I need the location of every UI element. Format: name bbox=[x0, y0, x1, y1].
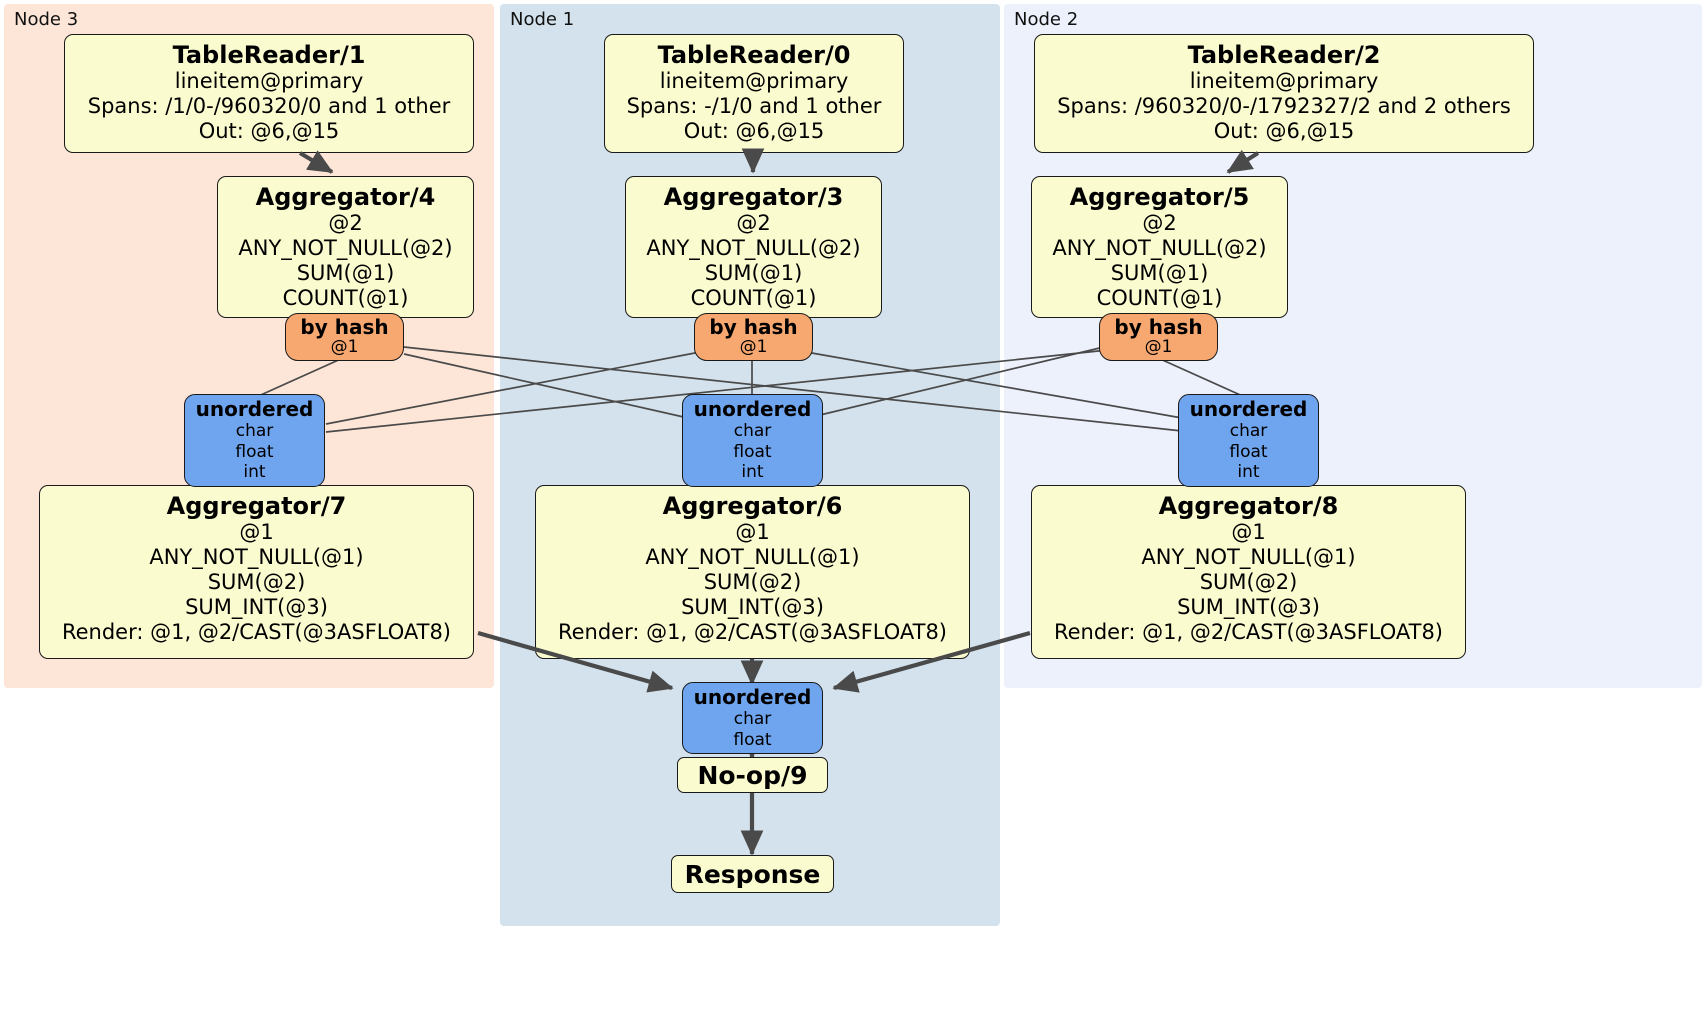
processor-line: Spans: /1/0-/960320/0 and 1 other bbox=[87, 93, 451, 118]
node-label-node2: Node 2 bbox=[1014, 9, 1079, 30]
synchronizer-unordered-right[interactable]: unordered char float int bbox=[1178, 394, 1319, 487]
router-line: @1 bbox=[330, 337, 359, 358]
synchronizer-line: char bbox=[235, 420, 274, 441]
processor-aggregator-4[interactable]: Aggregator/4 @2 ANY_NOT_NULL(@2) SUM(@1)… bbox=[217, 176, 474, 318]
router-title: by hash bbox=[1114, 315, 1203, 340]
processor-line: Out: @6,@15 bbox=[683, 118, 825, 143]
processor-line: @1 bbox=[239, 519, 274, 544]
processor-line: SUM_INT(@3) bbox=[1177, 594, 1320, 619]
router-by-hash-right[interactable]: by hash @1 bbox=[1099, 313, 1218, 361]
synchronizer-title: unordered bbox=[693, 396, 812, 421]
processor-title: Aggregator/4 bbox=[255, 183, 436, 211]
processor-title: No-op/9 bbox=[697, 760, 808, 790]
processor-line: Render: @1, @2/CAST(@3ASFLOAT8) bbox=[1053, 619, 1444, 644]
processor-title: TableReader/0 bbox=[657, 41, 851, 69]
processor-line: ANY_NOT_NULL(@2) bbox=[646, 235, 861, 260]
synchronizer-unordered-final[interactable]: unordered char float bbox=[682, 682, 823, 754]
processor-line: SUM(@2) bbox=[703, 569, 802, 594]
synchronizer-unordered-left[interactable]: unordered char float int bbox=[184, 394, 325, 487]
synchronizer-line: int bbox=[741, 462, 764, 483]
processor-title: Aggregator/5 bbox=[1069, 183, 1250, 211]
processor-aggregator-7[interactable]: Aggregator/7 @1 ANY_NOT_NULL(@1) SUM(@2)… bbox=[39, 485, 474, 659]
processor-aggregator-8[interactable]: Aggregator/8 @1 ANY_NOT_NULL(@1) SUM(@2)… bbox=[1031, 485, 1466, 659]
synchronizer-line: char bbox=[1229, 420, 1268, 441]
synchronizer-line: float bbox=[1229, 441, 1268, 462]
processor-line: SUM(@2) bbox=[1199, 569, 1298, 594]
processor-response[interactable]: Response bbox=[671, 855, 834, 893]
processor-line: @1 bbox=[735, 519, 770, 544]
processor-aggregator-3[interactable]: Aggregator/3 @2 ANY_NOT_NULL(@2) SUM(@1)… bbox=[625, 176, 882, 318]
processor-title: Aggregator/8 bbox=[1158, 492, 1339, 520]
synchronizer-line: float bbox=[733, 441, 772, 462]
processor-line: @2 bbox=[1142, 210, 1177, 235]
processor-line: COUNT(@1) bbox=[1096, 285, 1223, 310]
synchronizer-line: char bbox=[733, 708, 772, 729]
synchronizer-line: int bbox=[243, 462, 266, 483]
processor-aggregator-5[interactable]: Aggregator/5 @2 ANY_NOT_NULL(@2) SUM(@1)… bbox=[1031, 176, 1288, 318]
synchronizer-line: float bbox=[235, 441, 274, 462]
processor-no-op-9[interactable]: No-op/9 bbox=[677, 757, 828, 793]
synchronizer-line: int bbox=[1237, 462, 1260, 483]
processor-line: COUNT(@1) bbox=[690, 285, 817, 310]
node-label-node3: Node 3 bbox=[14, 9, 79, 30]
synchronizer-title: unordered bbox=[195, 396, 314, 421]
processor-line: @2 bbox=[736, 210, 771, 235]
processor-line: ANY_NOT_NULL(@2) bbox=[1052, 235, 1267, 260]
processor-line: Out: @6,@15 bbox=[198, 118, 340, 143]
node-label-node1: Node 1 bbox=[510, 9, 575, 30]
processor-line: @1 bbox=[1231, 519, 1266, 544]
processor-line: COUNT(@1) bbox=[282, 285, 409, 310]
processor-line: @2 bbox=[328, 210, 363, 235]
router-line: @1 bbox=[1144, 337, 1173, 358]
processor-line: ANY_NOT_NULL(@1) bbox=[645, 544, 860, 569]
processor-tablereader-2[interactable]: TableReader/2 lineitem@primary Spans: /9… bbox=[1034, 34, 1534, 153]
processor-line: lineitem@primary bbox=[1189, 68, 1379, 93]
processor-line: SUM_INT(@3) bbox=[185, 594, 328, 619]
processor-line: Out: @6,@15 bbox=[1213, 118, 1355, 143]
processor-line: SUM(@1) bbox=[704, 260, 803, 285]
processor-aggregator-6[interactable]: Aggregator/6 @1 ANY_NOT_NULL(@1) SUM(@2)… bbox=[535, 485, 970, 659]
processor-line: SUM(@1) bbox=[1110, 260, 1209, 285]
synchronizer-unordered-center[interactable]: unordered char float int bbox=[682, 394, 823, 487]
processor-line: Render: @1, @2/CAST(@3ASFLOAT8) bbox=[61, 619, 452, 644]
processor-line: Render: @1, @2/CAST(@3ASFLOAT8) bbox=[557, 619, 948, 644]
processor-line: Spans: -/1/0 and 1 other bbox=[626, 93, 882, 118]
synchronizer-line: float bbox=[733, 729, 772, 750]
processor-line: SUM_INT(@3) bbox=[681, 594, 824, 619]
processor-title: Aggregator/7 bbox=[166, 492, 347, 520]
processor-line: SUM(@2) bbox=[207, 569, 306, 594]
processor-title: Aggregator/6 bbox=[662, 492, 843, 520]
processor-title: TableReader/2 bbox=[1187, 41, 1381, 69]
synchronizer-title: unordered bbox=[1189, 396, 1308, 421]
processor-title: Aggregator/3 bbox=[663, 183, 844, 211]
processor-line: ANY_NOT_NULL(@2) bbox=[238, 235, 453, 260]
router-line: @1 bbox=[739, 337, 768, 358]
router-title: by hash bbox=[709, 315, 798, 340]
synchronizer-title: unordered bbox=[693, 684, 812, 709]
router-by-hash-left[interactable]: by hash @1 bbox=[285, 313, 404, 361]
processor-line: SUM(@1) bbox=[296, 260, 395, 285]
processor-line: ANY_NOT_NULL(@1) bbox=[149, 544, 364, 569]
processor-line: Spans: /960320/0-/1792327/2 and 2 others bbox=[1057, 93, 1511, 118]
processor-tablereader-0[interactable]: TableReader/0 lineitem@primary Spans: -/… bbox=[604, 34, 904, 153]
processor-title: Response bbox=[684, 859, 821, 889]
synchronizer-line: char bbox=[733, 420, 772, 441]
processor-tablereader-1[interactable]: TableReader/1 lineitem@primary Spans: /1… bbox=[64, 34, 474, 153]
processor-line: lineitem@primary bbox=[174, 68, 364, 93]
router-by-hash-center[interactable]: by hash @1 bbox=[694, 313, 813, 361]
processor-line: lineitem@primary bbox=[659, 68, 849, 93]
router-title: by hash bbox=[300, 315, 389, 340]
processor-line: ANY_NOT_NULL(@1) bbox=[1141, 544, 1356, 569]
processor-title: TableReader/1 bbox=[172, 41, 366, 69]
